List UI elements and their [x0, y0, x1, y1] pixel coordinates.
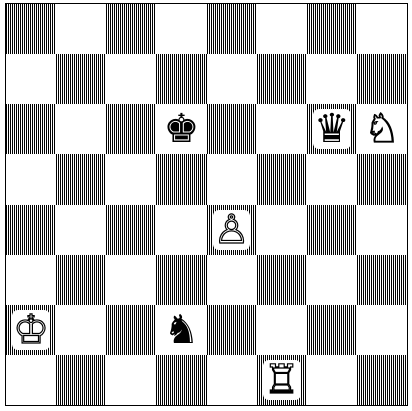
square-f7[interactable] [257, 54, 307, 104]
square-d3[interactable] [156, 255, 206, 305]
square-g6[interactable]: ♛ [307, 104, 357, 154]
square-g3[interactable] [307, 255, 357, 305]
square-h4[interactable] [357, 205, 407, 255]
square-c6[interactable] [106, 104, 156, 154]
square-g2[interactable] [307, 305, 357, 355]
white-rook-icon[interactable]: ♖ [263, 360, 301, 400]
square-d5[interactable] [156, 154, 206, 204]
square-f4[interactable] [257, 205, 307, 255]
square-b7[interactable] [56, 54, 106, 104]
square-d2[interactable]: ♞ [156, 305, 206, 355]
square-f5[interactable] [257, 154, 307, 204]
square-h8[interactable] [357, 4, 407, 54]
square-b5[interactable] [56, 154, 106, 204]
black-queen-icon[interactable]: ♛ [313, 109, 351, 149]
square-f1[interactable]: ♖ [257, 355, 307, 405]
square-a4[interactable] [6, 205, 56, 255]
square-h2[interactable] [357, 305, 407, 355]
square-e4[interactable]: ♙ [207, 205, 257, 255]
square-h6[interactable]: ♘ [357, 104, 407, 154]
square-e1[interactable] [207, 355, 257, 405]
square-f3[interactable] [257, 255, 307, 305]
square-g4[interactable] [307, 205, 357, 255]
square-c3[interactable] [106, 255, 156, 305]
square-a7[interactable] [6, 54, 56, 104]
black-knight-icon[interactable]: ♞ [163, 310, 201, 350]
square-h3[interactable] [357, 255, 407, 305]
square-e3[interactable] [207, 255, 257, 305]
square-d7[interactable] [156, 54, 206, 104]
square-g8[interactable] [307, 4, 357, 54]
square-f8[interactable] [257, 4, 307, 54]
square-b4[interactable] [56, 205, 106, 255]
square-e7[interactable] [207, 54, 257, 104]
square-b6[interactable] [56, 104, 106, 154]
square-g7[interactable] [307, 54, 357, 104]
white-king-icon[interactable]: ♔ [12, 310, 50, 350]
square-c4[interactable] [106, 205, 156, 255]
square-e5[interactable] [207, 154, 257, 204]
square-d1[interactable] [156, 355, 206, 405]
square-h7[interactable] [357, 54, 407, 104]
square-d4[interactable] [156, 205, 206, 255]
square-a3[interactable] [6, 255, 56, 305]
square-b8[interactable] [56, 4, 106, 54]
chess-board: ♚ ♛ ♘ ♙ ♔ ♞ ♖ [5, 3, 408, 406]
square-b1[interactable] [56, 355, 106, 405]
white-knight-icon[interactable]: ♘ [363, 109, 401, 149]
square-f6[interactable] [257, 104, 307, 154]
white-pawn-icon[interactable]: ♙ [213, 210, 251, 250]
square-g5[interactable] [307, 154, 357, 204]
black-king-icon[interactable]: ♚ [163, 109, 201, 149]
square-h5[interactable] [357, 154, 407, 204]
square-d6[interactable]: ♚ [156, 104, 206, 154]
square-a5[interactable] [6, 154, 56, 204]
square-h1[interactable] [357, 355, 407, 405]
square-a1[interactable] [6, 355, 56, 405]
square-e2[interactable] [207, 305, 257, 355]
square-g1[interactable] [307, 355, 357, 405]
square-e8[interactable] [207, 4, 257, 54]
square-c2[interactable] [106, 305, 156, 355]
square-a6[interactable] [6, 104, 56, 154]
square-c1[interactable] [106, 355, 156, 405]
square-b2[interactable] [56, 305, 106, 355]
square-c7[interactable] [106, 54, 156, 104]
square-c8[interactable] [106, 4, 156, 54]
square-d8[interactable] [156, 4, 206, 54]
square-f2[interactable] [257, 305, 307, 355]
square-c5[interactable] [106, 154, 156, 204]
square-b3[interactable] [56, 255, 106, 305]
square-e6[interactable] [207, 104, 257, 154]
square-a8[interactable] [6, 4, 56, 54]
square-a2[interactable]: ♔ [6, 305, 56, 355]
